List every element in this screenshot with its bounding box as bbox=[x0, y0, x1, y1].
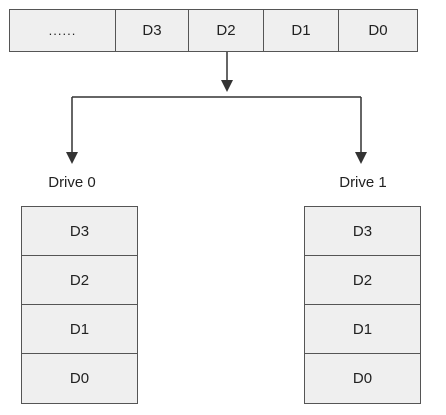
source-cell-ellipsis: ...... bbox=[10, 10, 116, 51]
source-cell-d0: D0 bbox=[368, 22, 388, 39]
drive1-block-stack: D3 D2 D1 D0 bbox=[304, 206, 421, 404]
drive1-block-d1: D1 bbox=[305, 305, 420, 354]
source-cell-d3: D3 bbox=[116, 10, 189, 51]
drive0-block-d1: D1 bbox=[22, 305, 137, 354]
source-data-row: ...... D3 D2 D1 D0 bbox=[9, 9, 418, 52]
source-cell-d1: D1 bbox=[264, 10, 339, 51]
drive1-block-d3: D3 bbox=[305, 207, 420, 256]
drive1-block-d2: D2 bbox=[305, 256, 420, 305]
source-cell-d2: D2 bbox=[189, 10, 264, 51]
drive1-label: Drive 1 bbox=[339, 174, 387, 191]
drive0-label: Drive 0 bbox=[48, 174, 96, 191]
drive0-block-d0: D0 bbox=[69, 370, 90, 387]
drive1-block-d0: D0 bbox=[352, 370, 373, 387]
drive0-block-stack: D3 D2 D1 D0 bbox=[21, 206, 138, 404]
drive0-block-d3: D3 bbox=[22, 207, 137, 256]
drive0-block-d2: D2 bbox=[22, 256, 137, 305]
